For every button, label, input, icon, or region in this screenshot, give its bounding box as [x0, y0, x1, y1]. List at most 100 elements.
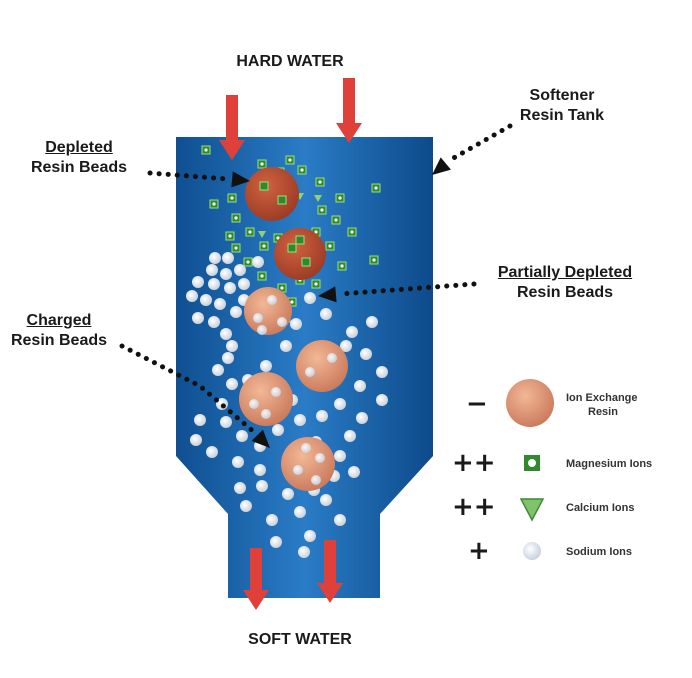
sodium-ion	[240, 500, 252, 512]
pointer-tank	[432, 123, 513, 175]
magnesium-ion	[287, 243, 297, 253]
charged-resin-bead	[239, 372, 293, 426]
charged-beads-label: Charged Resin Beads	[0, 311, 118, 351]
magnesium-ion	[325, 241, 335, 251]
outlet-arrow-right	[317, 540, 343, 603]
magnesium-ion	[259, 241, 269, 251]
partial-resin-bead	[244, 287, 292, 335]
sodium-ion	[214, 298, 226, 310]
sodium-ion	[282, 488, 294, 500]
sodium-ion	[348, 466, 360, 478]
sodium-ion	[209, 252, 221, 264]
magnesium-ion	[243, 257, 253, 267]
magnesium-ion	[371, 183, 381, 193]
sodium-ion	[256, 480, 268, 492]
legend-sodium-label: Sodium Ions	[566, 546, 632, 558]
sodium-ion	[376, 366, 388, 378]
sodium-ion	[192, 276, 204, 288]
sodium-ion	[271, 387, 281, 397]
sodium-ion	[360, 348, 372, 360]
sodium-ion	[230, 306, 242, 318]
sodium-ion	[254, 464, 266, 476]
sodium-ion	[316, 410, 328, 422]
magnesium-ion	[335, 193, 345, 203]
sodium-ion	[234, 482, 246, 494]
charged-resin-bead	[281, 437, 335, 491]
sodium-ion	[311, 475, 321, 485]
magnesium-ion	[245, 227, 255, 237]
sodium-ion	[206, 446, 218, 458]
softener-resin-tank-label: Softener Resin Tank	[502, 86, 622, 126]
pointer-charged	[119, 343, 270, 448]
partially-depleted-label: Partially Depleted Resin Beads	[470, 263, 660, 303]
hard-water-label: HARD WATER	[236, 53, 344, 70]
magnesium-ion	[231, 243, 241, 253]
sodium-ion	[277, 317, 287, 327]
magnesium-ion	[301, 257, 311, 267]
calcium-ion	[314, 195, 322, 202]
sodium-ion	[226, 378, 238, 390]
sodium-ion	[194, 414, 206, 426]
legend-sodium-sign: +	[468, 536, 490, 566]
legend-resin-line2: Resin	[588, 406, 618, 418]
depleted-resin-bead	[274, 228, 326, 280]
sodium-ion	[304, 530, 316, 542]
sodium-ion	[220, 268, 232, 280]
sodium-ion	[212, 364, 224, 376]
magnesium-ion	[295, 235, 305, 245]
magnesium-ion	[347, 227, 357, 237]
sodium-ion	[249, 399, 259, 409]
legend-resin-label: Ion Exchange Resin	[566, 391, 638, 419]
sodium-ion	[305, 367, 315, 377]
sodium-ion	[320, 308, 332, 320]
magnesium-ion	[277, 195, 287, 205]
sodium-ion	[260, 360, 272, 372]
sodium-ion	[294, 506, 306, 518]
sodium-ion	[238, 278, 250, 290]
outlet-arrow-left	[243, 548, 269, 610]
sodium-ion	[301, 443, 311, 453]
sodium-ion	[222, 252, 234, 264]
sodium-ion	[340, 340, 352, 352]
sodium-ion	[293, 465, 303, 475]
sodium-ion	[224, 282, 236, 294]
depleted-label-line2: Resin Beads	[30, 159, 128, 176]
sodium-ion	[186, 290, 198, 302]
magnesium-ion	[209, 199, 219, 209]
tank-label-line2: Resin Tank	[519, 107, 605, 124]
sodium-ion	[266, 514, 278, 526]
inlet-arrow-left	[219, 95, 245, 160]
legend-resin-sign: −	[466, 389, 488, 419]
sodium-ion	[208, 278, 220, 290]
sodium-ion	[315, 453, 325, 463]
charged-label-line2: Resin Beads	[10, 332, 108, 349]
sodium-ion	[346, 326, 358, 338]
sodium-ion	[290, 318, 302, 330]
soft-water-label: SOFT WATER	[248, 631, 352, 648]
sodium-ion	[376, 394, 388, 406]
sodium-ion	[252, 256, 264, 268]
magnesium-ion	[331, 215, 341, 225]
pointer-arrows-layer	[119, 123, 513, 448]
sodium-ion	[226, 340, 238, 352]
sodium-ion	[222, 352, 234, 364]
sodium-ion	[334, 450, 346, 462]
legend-magnesium-sign: ++	[452, 448, 496, 478]
pointer-partial	[318, 281, 477, 303]
magnesium-ion	[257, 271, 267, 281]
sodium-ion	[192, 312, 204, 324]
depleted-beads-label: Depleted Resin Beads	[14, 138, 144, 178]
sodium-ion	[261, 409, 271, 419]
magnesium-ion	[231, 213, 241, 223]
pointer-depleted	[147, 170, 250, 188]
magnesium-ion	[297, 165, 307, 175]
sodium-ion	[270, 536, 282, 548]
sodium-ion	[327, 353, 337, 363]
sodium-ion	[206, 264, 218, 276]
calcium-ion	[258, 231, 266, 238]
sodium-ion	[334, 514, 346, 526]
legend-magnesium-label: Magnesium Ions	[566, 458, 653, 470]
magnesium-ion	[225, 231, 235, 241]
